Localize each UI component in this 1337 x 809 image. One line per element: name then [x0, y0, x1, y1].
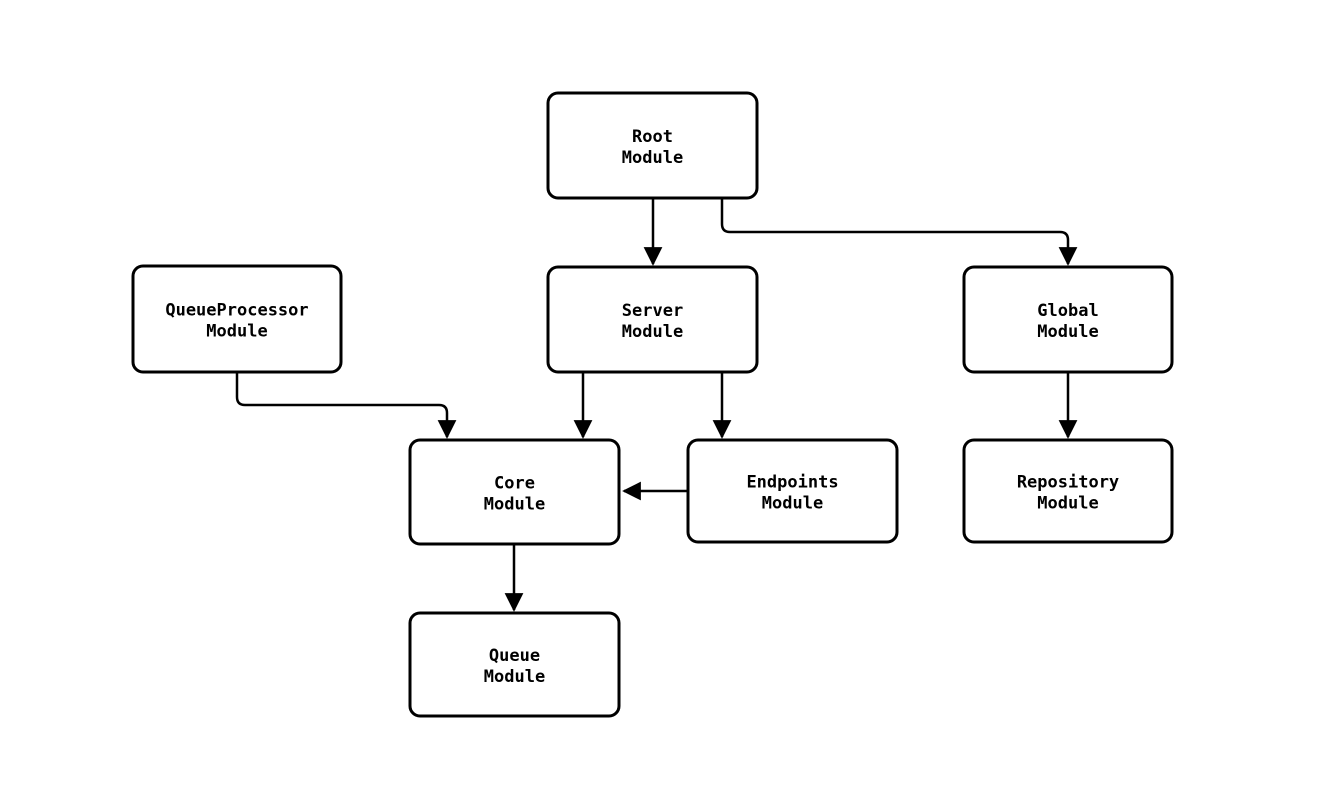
edge-root-to-global [720, 198, 1078, 266]
node-label: Core [494, 474, 535, 494]
node-label: Global [1037, 301, 1098, 321]
node-label: Module [622, 148, 683, 168]
node-box [962, 438, 1174, 544]
node-label: Module [206, 322, 267, 342]
node-label: Queue [489, 646, 540, 666]
node-label: Module [1037, 494, 1098, 514]
node-label: Module [1037, 322, 1098, 342]
node-label: Module [484, 667, 545, 687]
node-box [408, 611, 621, 718]
node-label: Repository [1017, 473, 1119, 493]
node-label: Root [632, 127, 673, 147]
node-label: Module [762, 494, 823, 514]
node-label: Module [622, 322, 683, 342]
node-label: Module [484, 495, 545, 515]
node-label: QueueProcessor [165, 301, 308, 321]
node-box [546, 265, 759, 374]
node-label: Endpoints [746, 473, 838, 493]
edge-queueprocessor-to-core [235, 372, 457, 439]
node-label: Server [622, 301, 683, 321]
